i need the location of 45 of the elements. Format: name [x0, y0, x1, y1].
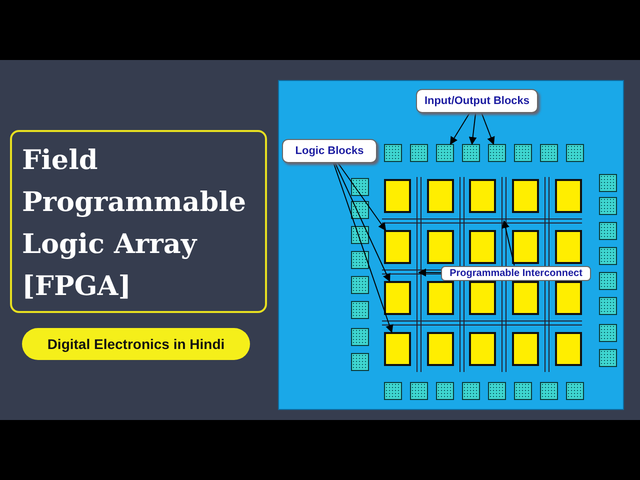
io-pad: [436, 382, 454, 400]
io-pad: [566, 144, 584, 162]
subtitle-label: Digital Electronics in Hindi: [22, 328, 250, 360]
leader-arrow: [450, 112, 470, 145]
io-pad: [599, 222, 617, 240]
io-pad: [384, 382, 402, 400]
title-text: Field Programmable Logic Array [FPGA]: [10, 130, 267, 313]
io-pad: [540, 382, 558, 400]
io-pad: [351, 251, 369, 269]
callout-label: Logic Blocks: [282, 139, 377, 163]
io-pad: [351, 178, 369, 196]
io-pad: [488, 144, 506, 162]
io-pad: [599, 272, 617, 290]
io-pad: [351, 301, 369, 319]
io-pad: [599, 324, 617, 342]
io-pad: [462, 382, 480, 400]
leader-arrow: [333, 162, 394, 333]
io-pad: [488, 382, 506, 400]
io-pad: [351, 353, 369, 371]
io-pad: [599, 197, 617, 215]
io-pad: [514, 382, 532, 400]
io-pad: [514, 144, 532, 162]
io-pad: [384, 144, 402, 162]
io-pad: [410, 144, 428, 162]
io-pad: [599, 349, 617, 367]
leader-arrow: [418, 268, 442, 277]
io-pad: [462, 144, 480, 162]
leader-arrow: [502, 220, 515, 266]
callout-label: Input/Output Blocks: [416, 89, 538, 113]
io-pad: [351, 201, 369, 219]
leader-arrow: [338, 162, 386, 231]
io-pad: [351, 328, 369, 346]
io-pad: [566, 382, 584, 400]
io-pad: [436, 144, 454, 162]
io-pad: [351, 276, 369, 294]
io-pad: [540, 144, 558, 162]
leader-arrow: [334, 162, 390, 282]
leader-arrow: [481, 112, 495, 145]
leader-arrow: [468, 112, 477, 145]
io-pad: [351, 226, 369, 244]
io-pad: [599, 297, 617, 315]
io-pad: [599, 174, 617, 192]
callout-label: Programmable Interconnect: [441, 266, 591, 280]
io-pad: [410, 382, 428, 400]
io-pad: [599, 247, 617, 265]
